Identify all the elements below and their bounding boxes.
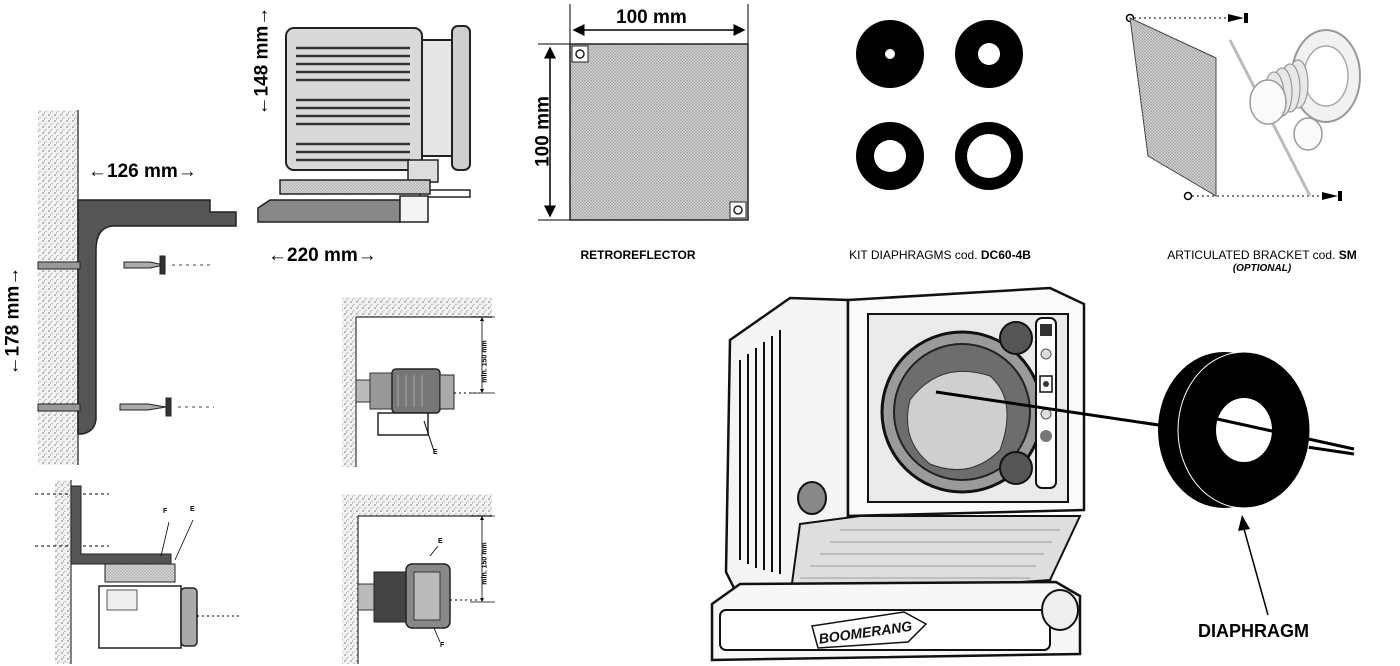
label-f-bottom-left: F <box>163 508 168 515</box>
install-bracket-bottom-drawing <box>35 480 239 664</box>
label-f-bottom-mid: F <box>440 642 445 649</box>
diaphragms-kit-drawing <box>856 20 1023 190</box>
diaphragm-ring-drawing <box>1158 351 1355 509</box>
device-side-drawing <box>257 25 471 223</box>
device-height-label: ←148 mm→ <box>251 6 273 116</box>
label-e-mid: E <box>433 449 438 456</box>
diaphragm-label: DIAPHRAGM <box>1198 621 1309 641</box>
kit-diaphragms-caption: KIT DIAPHRAGMS cod. DC60-4B <box>849 248 1031 262</box>
articulated-bracket-drawing <box>1125 13 1361 201</box>
min-distance-bottom-label: min. 150 mm <box>481 542 489 585</box>
label-e-bottom-mid: E <box>438 538 443 545</box>
wall <box>38 110 78 465</box>
reflector-panel <box>569 43 749 221</box>
label-e-bottom-left: E <box>190 506 195 513</box>
optional-note: (OPTIONAL) <box>1232 263 1292 274</box>
install-wall-top-drawing <box>342 297 495 467</box>
reflector-width-label: 100 mm <box>616 7 687 28</box>
bracket-height-label: ←178 mm→ <box>2 266 24 376</box>
bracket-width-label: ←126 mm→ <box>88 161 197 182</box>
retroreflector-drawing <box>538 4 749 221</box>
articulated-bracket-caption: ARTICULATED BRACKET cod. SM (OPTIONAL) <box>1126 248 1398 274</box>
diaphragm-pointer-arrow <box>1238 515 1269 616</box>
l-bracket <box>77 199 237 435</box>
retroreflector-caption: RETROREFLECTOR <box>580 248 696 262</box>
wall-bracket-drawing <box>37 110 237 465</box>
device-width-label: ←220 mm→ <box>268 245 377 266</box>
boomerang-logo-plate <box>811 611 928 649</box>
screw-top <box>37 255 210 275</box>
screw-bottom <box>37 397 214 417</box>
reflector-height-label: 100 mm <box>532 96 554 167</box>
min-distance-top-label: min. 150 mm <box>481 340 489 383</box>
device-main-drawing: BOOMERANG <box>710 286 1355 662</box>
install-wall-bottom-drawing <box>342 494 495 664</box>
